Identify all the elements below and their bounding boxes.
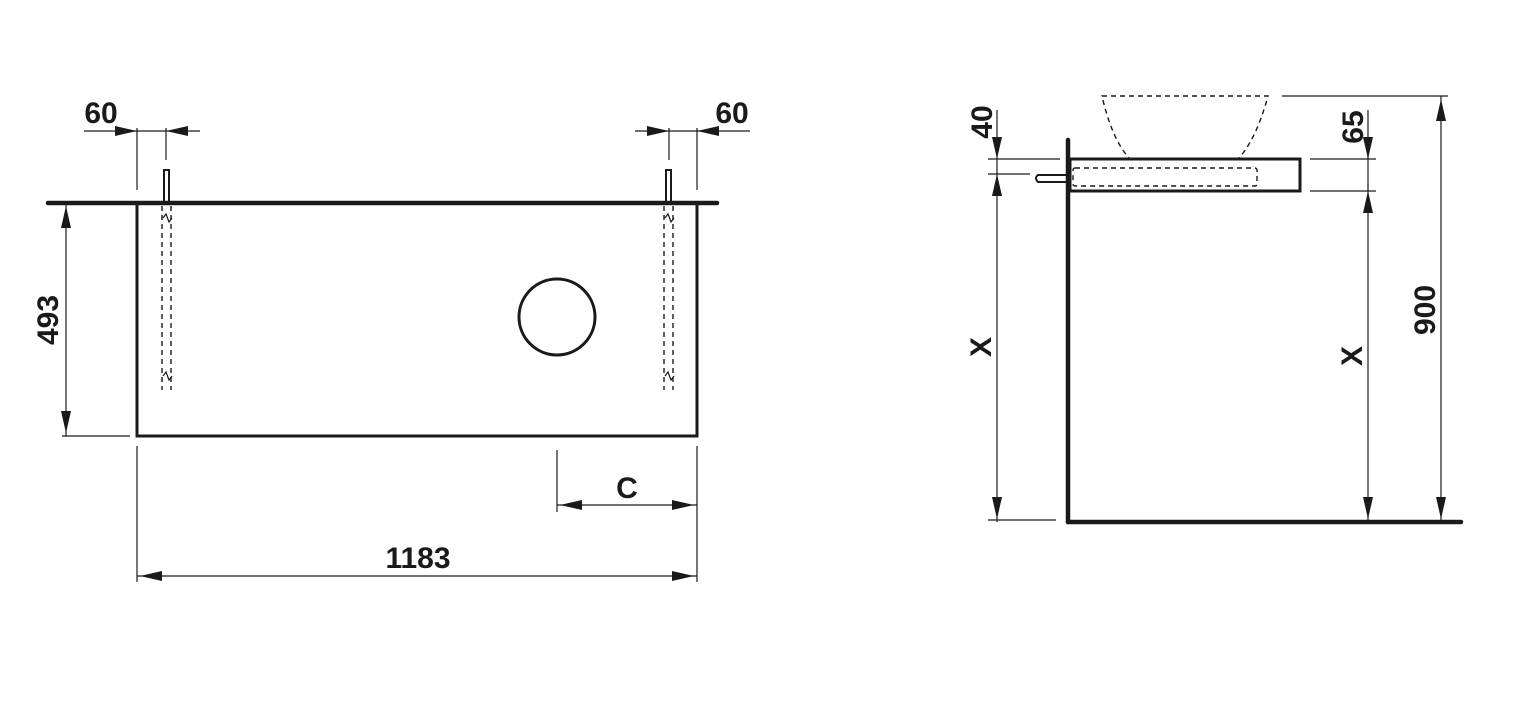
dim-right-offset: 60: [635, 97, 750, 190]
arrowhead: [166, 126, 188, 136]
front-view: 60 60 493 C: [32, 97, 750, 582]
left-rod-break-bottom: [162, 370, 173, 382]
arrowhead: [992, 174, 1002, 196]
dim-total-height: 900: [1409, 96, 1446, 522]
dim-right-height-label: X: [1336, 346, 1369, 366]
arrowhead: [1436, 99, 1446, 121]
dim-height: 493: [32, 203, 130, 437]
dim-top-clearance-label: 40: [966, 105, 999, 138]
dim-countertop-thickness-label: 65: [1337, 110, 1370, 143]
arrowhead: [61, 411, 71, 433]
arrowhead: [1363, 137, 1373, 159]
drain-circle: [517, 277, 597, 357]
vessel-basin-outline: [1101, 95, 1269, 160]
dim-left-offset-label: 60: [84, 97, 117, 130]
left-support-rod: [161, 169, 173, 390]
arrowhead: [61, 206, 71, 228]
right-support-rod: [663, 169, 675, 390]
arrowhead: [560, 500, 582, 510]
front-cabinet-outline: [135, 203, 699, 438]
dim-drain-position-label: C: [616, 472, 638, 505]
arrowhead: [647, 126, 669, 136]
dim-width-label: 1183: [385, 542, 450, 575]
wall-rod: [1035, 174, 1068, 183]
countertop: [1068, 157, 1302, 193]
right-rod-break-top: [664, 212, 675, 224]
arrowhead: [115, 126, 137, 136]
arrowhead: [697, 126, 719, 136]
arrowhead: [1436, 497, 1446, 519]
dim-height-label: 493: [32, 295, 65, 345]
right-rod-top: [665, 169, 672, 204]
dim-left-height-label: X: [965, 337, 998, 357]
dim-countertop-thickness: 65 X: [1282, 95, 1448, 522]
arrowhead: [672, 500, 694, 510]
dim-right-offset-label: 60: [715, 97, 748, 130]
arrowhead: [672, 571, 694, 581]
arrowhead: [992, 497, 1002, 519]
countertop-hidden-rod: [1072, 167, 1258, 187]
dim-left-offset: 60: [84, 97, 200, 190]
arrowhead: [1363, 497, 1373, 519]
dim-drain-position: C: [556, 446, 698, 582]
right-rod-break-bottom: [664, 370, 675, 382]
left-rod-break-top: [162, 212, 173, 224]
arrowhead: [992, 137, 1002, 159]
dim-top-clearance: 40 X: [965, 105, 1060, 522]
dim-total-height-label: 900: [1409, 285, 1442, 335]
left-rod-top: [163, 169, 170, 204]
dim-width: 1183: [136, 446, 697, 582]
arrowhead: [140, 571, 162, 581]
side-view: 40 X 65 X 900: [965, 95, 1464, 525]
arrowhead: [1363, 191, 1373, 213]
